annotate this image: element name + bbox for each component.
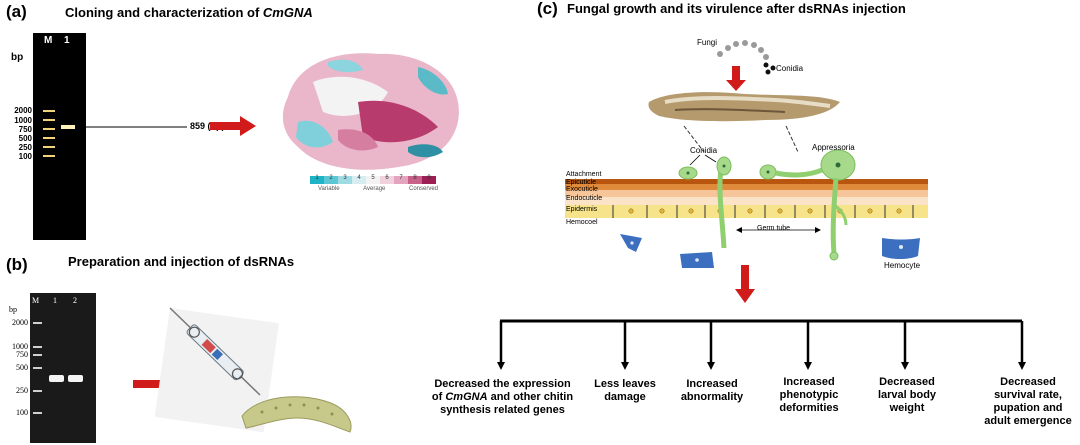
ladder-a-250: 250	[18, 143, 32, 152]
outcome-larval-body-weight: Decreased larval body weight	[877, 376, 937, 414]
red-arrow-down-1-icon	[726, 66, 746, 91]
ladder-b-750: 750	[16, 350, 28, 359]
germ-tube-label: Germ tube	[757, 225, 791, 232]
gel-b-lane-1: 1	[53, 296, 57, 305]
protein-structure-icon	[282, 53, 459, 170]
ladder-a-100: 100	[18, 152, 32, 161]
outcome-phenotypic-deformities: Increased phenotypic deformities	[779, 376, 839, 414]
layer-attachment: Attachment	[566, 171, 602, 178]
conservation-scale-ticks: 1 2 3 4 5 6 7 8 9	[315, 175, 431, 181]
hemocyte-label: Hemocyte	[884, 261, 921, 270]
panel-b-title: Preparation and injection of dsRNAs	[68, 254, 295, 269]
panel-c-label: (c)	[537, 0, 558, 18]
layer-hemocoel: Hemocoel	[566, 219, 598, 226]
ladder-a-750: 750	[18, 125, 32, 134]
gel-b-lane-2: 2	[73, 296, 77, 305]
layer-epicuticle: Epicuticle	[566, 179, 596, 186]
ladder-a-2000: 2000	[14, 106, 32, 115]
ladder-a-1000: 1000	[14, 116, 32, 125]
fungi-label: Fungi	[697, 38, 718, 47]
fungi-spores-icon	[717, 40, 776, 75]
panel-b-label: (b)	[6, 255, 28, 274]
ladder-a-500: 500	[18, 134, 32, 143]
outcome-gene-name: CmGNA	[445, 391, 488, 403]
gel-a-lane-m: M	[44, 35, 53, 46]
panel-a-title: Cloning and characterization of CmGNA	[65, 5, 313, 20]
panel-a-gene-name: CmGNA	[262, 5, 313, 20]
ladder-b-500: 500	[16, 363, 28, 372]
band-size-label: 859 (bp)	[190, 121, 225, 131]
infected-larva-icon	[648, 92, 840, 122]
panel-c-title: Fungal growth and its virulence after ds…	[567, 1, 906, 16]
layer-exocuticle: Exocuticle	[566, 186, 598, 193]
ladder-b-2000: 2000	[12, 318, 28, 327]
gel-b-lane-m: M	[32, 296, 40, 305]
ladder-b-100: 100	[16, 408, 28, 417]
conservation-scale-bar	[310, 176, 436, 184]
gel-a-lane-1: 1	[64, 35, 70, 46]
panel-a-label: (a)	[6, 2, 27, 21]
outcome-gene-expression: Decreased the expression of CmGNA and ot…	[431, 378, 574, 416]
ladder-b-250: 250	[16, 386, 28, 395]
layer-epidermis: Epidermis	[566, 206, 598, 213]
syringe-injection-icon	[154, 307, 279, 433]
conidia-label: Conidia	[690, 146, 718, 155]
caterpillar-larva-icon	[241, 396, 352, 433]
conidia-top-label: Conidia	[776, 64, 804, 73]
outcome-survival-rate: Decreased survival rate, pupation and ad…	[984, 376, 1072, 427]
conservation-scale-words: Variable Average Conserved	[318, 186, 438, 192]
outcome-leaves-damage: Less leaves damage	[594, 378, 656, 403]
gel-a	[33, 33, 86, 240]
ladder-b-1000: 1000	[12, 342, 28, 351]
gel-a-bp-unit: bp	[11, 52, 24, 63]
appressoria-label: Appressoria	[812, 143, 855, 152]
gel-b-bp-unit: bp	[9, 305, 17, 314]
red-arrow-a-icon	[210, 116, 256, 136]
red-arrow-down-2-icon	[735, 265, 755, 303]
layer-endocuticle: Endocuticle	[566, 195, 603, 202]
outcome-abnormality: Increased abnormality	[680, 378, 744, 403]
